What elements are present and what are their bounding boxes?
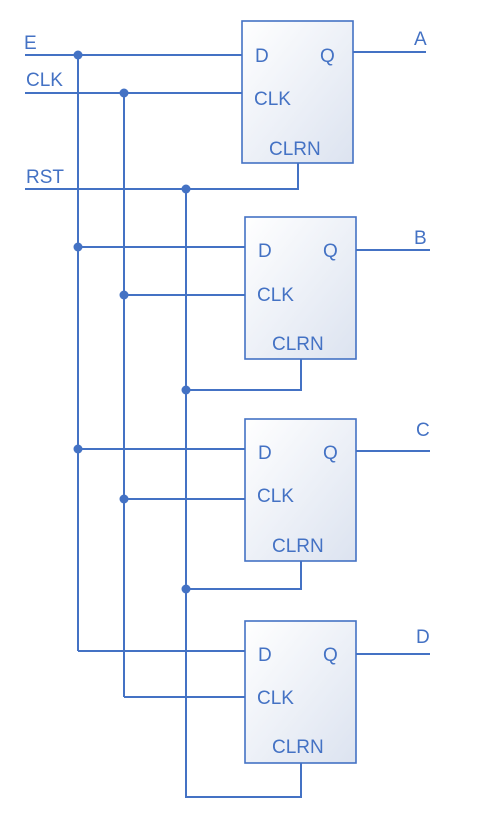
flip-flop-1: D Q CLK CLRN (241, 20, 354, 164)
junction-dot (119, 88, 129, 98)
pin-d-label: D (258, 241, 272, 262)
junction-dot (73, 444, 83, 454)
input-label-e: E (24, 33, 37, 54)
pin-clk-label: CLK (257, 688, 294, 709)
pin-clk-label: CLK (257, 486, 294, 507)
pin-q-label: Q (323, 645, 338, 666)
flip-flop-box (241, 20, 354, 164)
wire-rst-to-ff3-clrn (186, 561, 302, 590)
output-label-b: B (414, 228, 427, 249)
output-label-c: C (416, 420, 430, 441)
pin-d-label: D (255, 46, 269, 67)
flip-flop-box (244, 216, 357, 360)
pin-clrn-label: CLRN (269, 139, 321, 160)
pin-clrn-label: CLRN (272, 536, 324, 557)
junction-dot (181, 385, 191, 395)
junction-dot (73, 50, 83, 60)
junctions (73, 50, 191, 594)
pin-d-label: D (258, 645, 272, 666)
flip-flop-box (244, 620, 357, 764)
pin-q-label: Q (323, 241, 338, 262)
pin-clk-label: CLK (257, 285, 294, 306)
wire-rst-to-ff2-clrn (186, 359, 302, 391)
wire-rst-to-ff1-clrn (25, 163, 299, 190)
pin-clrn-label: CLRN (272, 737, 324, 758)
pin-q-label: Q (320, 46, 335, 67)
pin-q-label: Q (323, 443, 338, 464)
pin-clk-label: CLK (254, 89, 291, 110)
junction-dot (181, 584, 191, 594)
junction-dot (181, 184, 191, 194)
flip-flop-3: D Q CLK CLRN (244, 418, 357, 562)
junction-dot (119, 494, 129, 504)
junction-dot (73, 242, 83, 252)
input-label-rst: RST (26, 167, 64, 188)
flip-flop-box (244, 418, 357, 562)
output-label-d: D (416, 627, 430, 648)
pin-clrn-label: CLRN (272, 334, 324, 355)
output-label-a: A (414, 29, 427, 50)
pin-d-label: D (258, 443, 272, 464)
input-label-clk: CLK (26, 70, 63, 91)
flip-flop-4: D Q CLK CLRN (244, 620, 357, 764)
junction-dot (119, 290, 129, 300)
wires (25, 51, 430, 798)
flip-flop-2: D Q CLK CLRN (244, 216, 357, 360)
wire-rst-vertical-bus (185, 189, 302, 798)
